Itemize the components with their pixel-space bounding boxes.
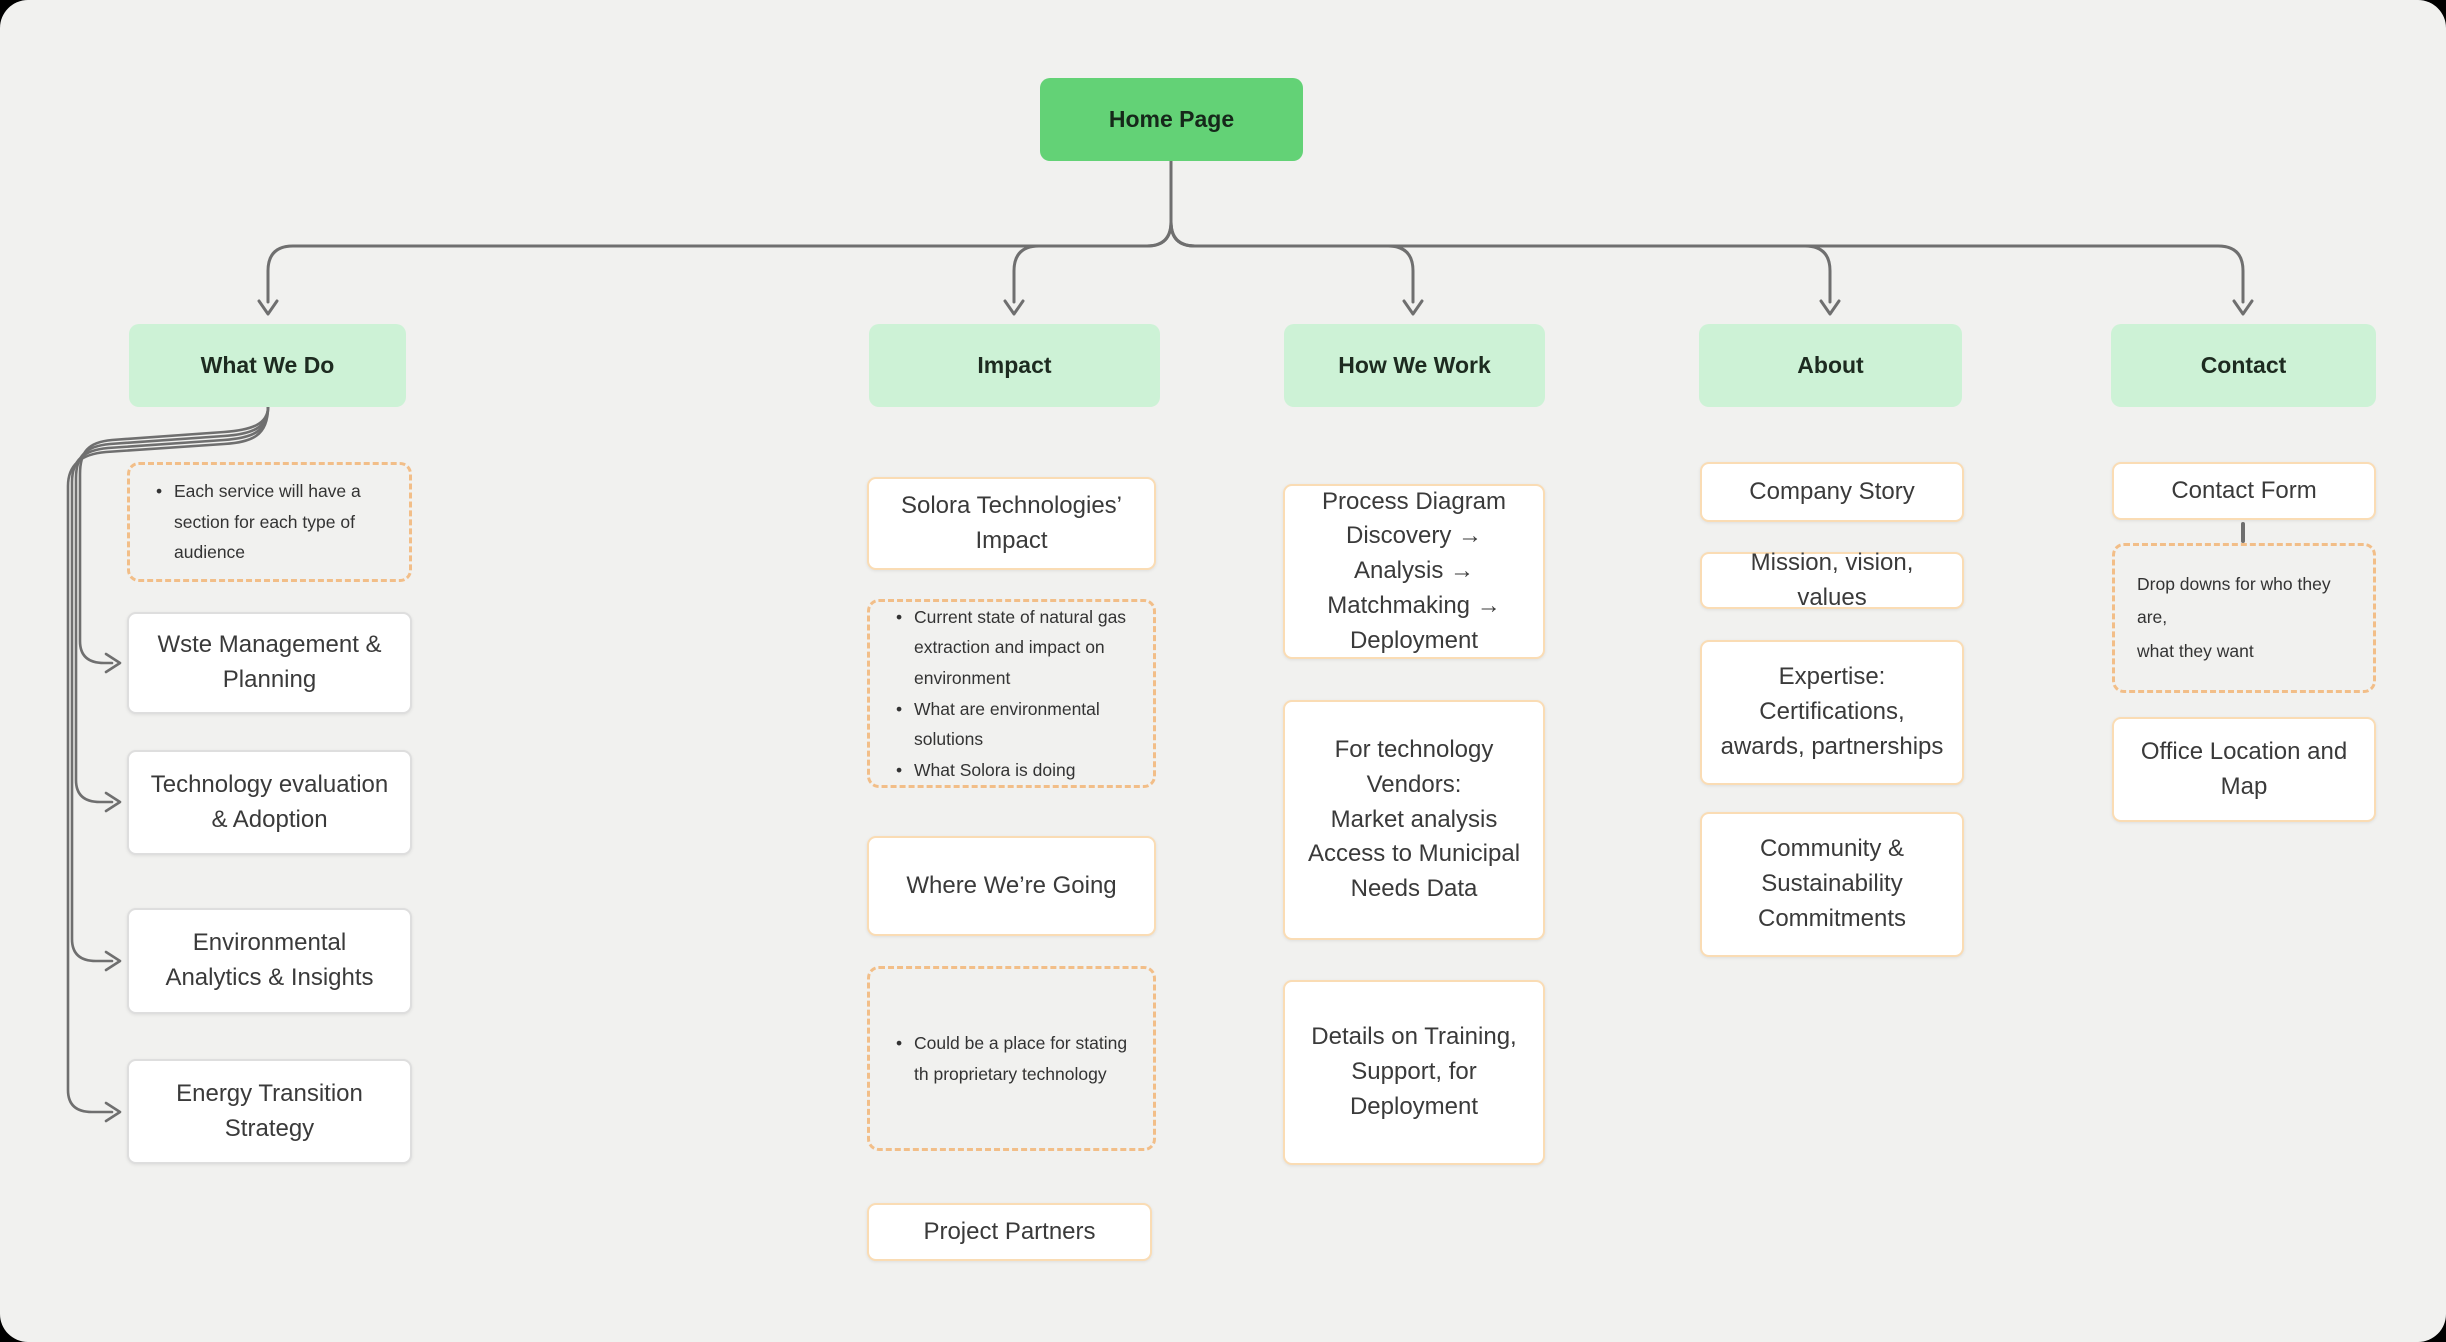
card-community-sustainability[interactable]: Community & Sustainability Commitments (1700, 812, 1964, 957)
card-energy-transition-strategy[interactable]: Energy Transition Strategy (127, 1059, 412, 1164)
section-header-contact[interactable]: Contact (2111, 324, 2376, 407)
card-environmental-analytics-insights[interactable]: Environmental Analytics & Insights (127, 908, 412, 1014)
card-technology-evaluation-adoption-label: Technology evaluation & Adoption (150, 770, 389, 833)
note-contact-dropdowns[interactable]: Drop downs for who they are, what they w… (2112, 543, 2376, 693)
card-contact-form[interactable]: Contact Form (2112, 462, 2376, 520)
card-training-support-deployment-label: Details on Training, Support, for Deploy… (1311, 1023, 1517, 1120)
note-impact-topics[interactable]: Current state of natural gas extraction … (867, 599, 1156, 788)
section-header-impact-label: Impact (977, 352, 1052, 378)
note-contact-dropdowns-text: Drop downs for who they are, what they w… (2137, 574, 2331, 661)
card-solora-technologies-impact-label: Solora Technologies’ Impact (900, 491, 1123, 554)
section-header-how-we-work[interactable]: How We Work (1284, 324, 1545, 407)
section-header-how-we-work-label: How We Work (1338, 352, 1491, 378)
card-waste-management-planning-label: Wste Management & Planning (157, 631, 382, 693)
card-company-story[interactable]: Company Story (1700, 462, 1964, 522)
note-each-service[interactable]: Each service will have a section for eac… (127, 462, 412, 582)
card-technology-evaluation-adoption[interactable]: Technology evaluation & Adoption (127, 750, 412, 855)
section-header-impact[interactable]: Impact (869, 324, 1160, 407)
node-home-page[interactable]: Home Page (1040, 78, 1303, 161)
section-header-about[interactable]: About (1699, 324, 1962, 407)
card-energy-transition-strategy-label: Energy Transition Strategy (176, 1079, 363, 1142)
section-header-about-label: About (1797, 352, 1864, 378)
card-environmental-analytics-insights-label: Environmental Analytics & Insights (165, 929, 374, 991)
card-office-location-map-label: Office Location and Map (2140, 737, 2348, 800)
note-impact-topics-bullet-1: Current state of natural gas extraction … (892, 602, 1131, 694)
card-project-partners-label: Project Partners (923, 1217, 1096, 1245)
card-where-were-going-label: Where We’re Going (906, 871, 1117, 899)
card-office-location-map[interactable]: Office Location and Map (2112, 717, 2376, 822)
card-expertise[interactable]: Expertise: Certifications, awards, partn… (1700, 640, 1964, 785)
node-home-page-label: Home Page (1108, 106, 1235, 132)
card-waste-management-planning[interactable]: Wste Management & Planning (127, 612, 412, 714)
card-process-diagram[interactable]: Process Diagram Discovery → Analysis → M… (1283, 484, 1545, 659)
note-proprietary-technology-bullet: Could be a place for stating th propriet… (892, 1028, 1131, 1089)
card-where-were-going[interactable]: Where We’re Going (867, 836, 1156, 936)
card-expertise-label: Expertise: Certifications, awards, partn… (1720, 663, 1944, 760)
section-header-contact-label: Contact (2200, 352, 2287, 378)
card-contact-form-label: Contact Form (2171, 476, 2317, 504)
card-process-diagram-label: Process Diagram Discovery → Analysis → M… (1321, 487, 1507, 654)
note-impact-topics-bullet-2: What are environmental solutions (892, 694, 1131, 755)
card-mission-vision-values-label: Mission, vision, values (1750, 548, 1914, 611)
card-company-story-label: Company Story (1749, 477, 1915, 505)
card-technology-vendors-label: For technology Vendors: Market analysis … (1307, 736, 1521, 903)
note-impact-topics-bullet-3: What Solora is doing (892, 755, 1131, 786)
section-header-what-we-do[interactable]: What We Do (129, 324, 406, 407)
card-technology-vendors[interactable]: For technology Vendors: Market analysis … (1283, 700, 1545, 940)
card-project-partners[interactable]: Project Partners (867, 1203, 1152, 1261)
card-training-support-deployment[interactable]: Details on Training, Support, for Deploy… (1283, 980, 1545, 1165)
section-header-what-we-do-label: What We Do (200, 352, 335, 378)
card-community-sustainability-label: Community & Sustainability Commitments (1757, 835, 1907, 932)
note-each-service-bullet: Each service will have a section for eac… (152, 476, 387, 568)
note-proprietary-technology[interactable]: Could be a place for stating th propriet… (867, 966, 1156, 1151)
card-mission-vision-values[interactable]: Mission, vision, values (1700, 549, 1964, 611)
card-solora-technologies-impact[interactable]: Solora Technologies’ Impact (867, 477, 1156, 570)
